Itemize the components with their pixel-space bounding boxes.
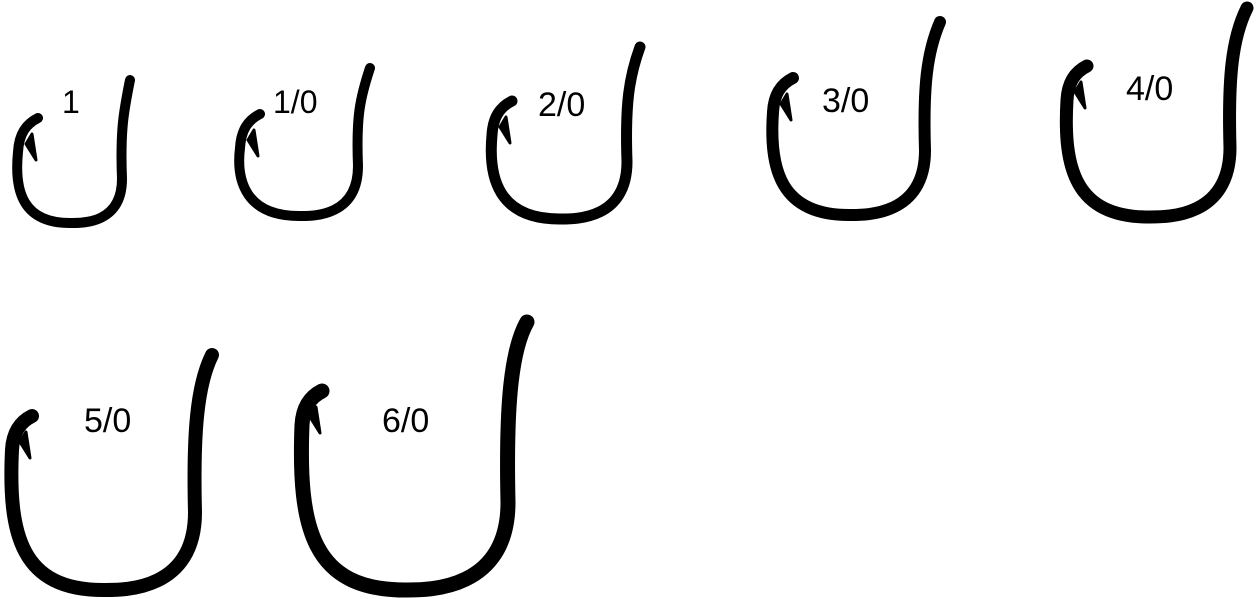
hook-label-4-0: 4/0 bbox=[1126, 72, 1173, 106]
hook-barb bbox=[248, 130, 258, 156]
hook-label-1: 1 bbox=[62, 86, 80, 118]
hook-6-0 bbox=[301, 322, 527, 590]
hook-label-5-0: 5/0 bbox=[84, 404, 131, 438]
hook-label-1-0: 1/0 bbox=[273, 86, 317, 118]
hook-shape bbox=[301, 322, 527, 590]
hook-label-2-0: 2/0 bbox=[538, 88, 585, 122]
hook-shape bbox=[491, 47, 640, 219]
hook-5-0 bbox=[11, 355, 212, 590]
hook-4-0 bbox=[1066, 8, 1247, 217]
hook-label-6-0: 6/0 bbox=[382, 404, 429, 438]
hook-shape bbox=[11, 355, 212, 590]
hook-barb bbox=[500, 117, 510, 143]
hook-shape bbox=[1066, 8, 1247, 217]
hook-barb bbox=[781, 94, 791, 120]
hook-label-3-0: 3/0 bbox=[822, 84, 869, 118]
hook-2-0 bbox=[491, 47, 640, 219]
hook-barb bbox=[26, 134, 36, 160]
